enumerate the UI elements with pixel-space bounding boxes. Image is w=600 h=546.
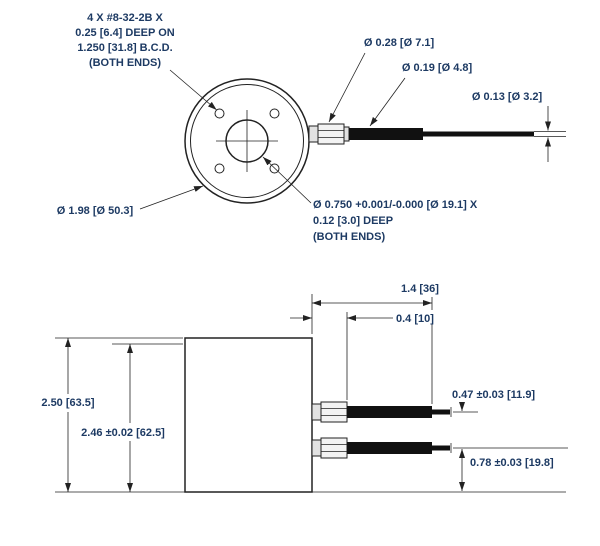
label-mask: [394, 310, 442, 324]
body-diameter-label: Ø 1.98 [Ø 50.3]: [57, 205, 134, 217]
bore-callout-line1: Ø 0.750 +0.001/-0.000 [Ø 19.1] X: [313, 199, 478, 211]
upper-connector-collar: [311, 403, 322, 421]
label-mask: [70, 424, 178, 439]
lower-cable-height-label: 0.78 ±0.03 [19.8]: [470, 457, 554, 469]
bore-callout-line2: 0.12 [3.0] DEEP: [313, 215, 393, 227]
lower-cable-wire: [432, 445, 450, 451]
bolt-callout-line1: 4 X #8-32-2B X: [87, 12, 163, 24]
lower-connector-hex-nut: [320, 437, 348, 459]
label-mask: [33, 395, 103, 410]
upper-cable-wire: [432, 409, 450, 415]
connector-length-label: 0.4 [10]: [396, 313, 434, 325]
leader-connector-diameter: [328, 52, 366, 123]
strain-relief: [343, 126, 350, 142]
leader-body-diameter: [139, 185, 204, 210]
front-view: 4 X #8-32-2B X 0.25 [6.4] DEEP ON 1.250 …: [57, 12, 566, 243]
overall-height-label: 2.50 [63.5]: [41, 397, 95, 409]
bolt-hole-bottom-right: [269, 163, 280, 174]
cable-wire: [423, 131, 534, 137]
upper-connector-hex-nut: [320, 401, 348, 423]
connector-diameter-label: Ø 0.28 [Ø 7.1]: [364, 37, 435, 49]
bolt-callout-line2: 0.25 [6.4] DEEP ON: [75, 27, 175, 39]
connector-hex-nut: [317, 123, 345, 145]
leader-cable-diameter: [369, 77, 406, 127]
connector-collar: [308, 125, 319, 143]
body-chamfer-circle: [190, 84, 304, 198]
cable-diameter-label: Ø 0.19 [Ø 4.8]: [402, 62, 473, 74]
leader-bore-callout: [262, 156, 312, 204]
bolt-callout-line3: 1.250 [31.8] B.C.D.: [77, 42, 172, 54]
wire-diameter-label: Ø 0.13 [Ø 3.2]: [472, 91, 543, 103]
body-outline: [184, 337, 313, 493]
side-view: 1.4 [36] 0.4 [10] 2.50 [63.5] 2.46 ±0.02…: [33, 283, 568, 493]
leader-bolt-callout: [169, 69, 217, 111]
upper-cable-jacket: [347, 406, 432, 418]
cable-spacing-label: 0.47 ±0.03 [11.9]: [452, 389, 535, 401]
lower-cable-jacket: [347, 442, 432, 454]
cable-jacket: [349, 128, 423, 140]
body-height-label: 2.46 ±0.02 [62.5]: [81, 427, 165, 439]
cable-length-label: 1.4 [36]: [401, 283, 439, 295]
lower-connector-collar: [311, 439, 322, 457]
bolt-hole-top-right: [269, 108, 280, 119]
bolt-callout-line4: (BOTH ENDS): [89, 57, 161, 69]
bolt-hole-top-left: [214, 108, 225, 119]
bolt-hole-bottom-left: [214, 163, 225, 174]
bore-callout-line3: (BOTH ENDS): [313, 231, 385, 243]
